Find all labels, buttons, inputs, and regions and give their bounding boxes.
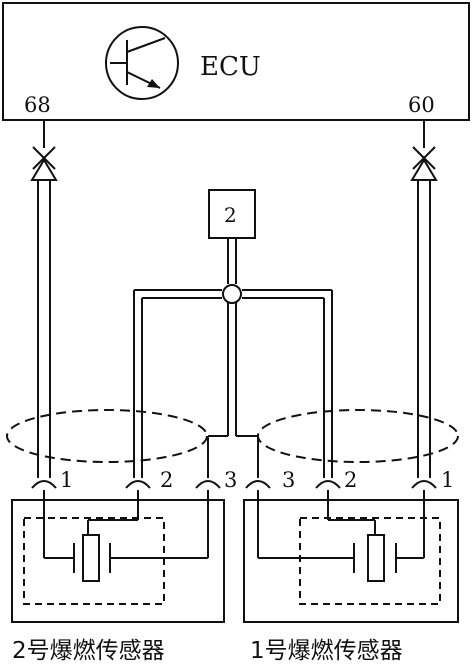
piezo-element-icon: [82, 534, 100, 582]
ecu-pin-68-label: 68: [24, 93, 51, 117]
sensor-connector-arcs: [31, 480, 437, 489]
signal-wire-left: [30, 158, 58, 478]
sensor-right: [243, 490, 459, 623]
sensor-right-pin1-label: 1: [441, 468, 454, 492]
ecu-pin-60-label: 60: [408, 93, 435, 117]
arrow-up-icon: [410, 158, 438, 181]
sensor-left-pin1-label: 1: [60, 468, 73, 492]
sensor-right-pin3-label: 3: [282, 468, 295, 492]
sensor-left: [11, 490, 225, 623]
piezo-element-icon: [367, 534, 385, 582]
arrow-up-icon: [30, 158, 58, 181]
sensor-right-box: [243, 499, 459, 623]
ecu-pin-connector-right: [412, 120, 436, 170]
sensor-left-inner-dashed: [23, 517, 165, 605]
sensor-left-pin3-label: 3: [224, 468, 237, 492]
ecu-pin-connector-left: [32, 120, 56, 170]
ecu-label: ECU: [200, 52, 261, 82]
transistor-icon: [105, 26, 179, 100]
sensor-left-pin2-label: 2: [160, 468, 173, 492]
sensor-left-box: [11, 499, 225, 623]
sensor-left-label: 2号爆燃传感器: [12, 638, 165, 664]
signal-wire-right: [410, 158, 438, 478]
ground-label: 2: [224, 203, 237, 227]
shield-ellipse-left: [6, 409, 208, 463]
sensor-right-inner-dashed: [299, 517, 441, 605]
shield-ellipse-right: [257, 409, 459, 463]
junction-node-icon: [222, 284, 242, 304]
ground-box: [208, 189, 256, 239]
sensor-right-label: 1号爆燃传感器: [250, 638, 403, 664]
ground-terminal: 2: [208, 189, 256, 239]
shield-ground-wiring: [133, 238, 333, 478]
ecu-box: [2, 2, 470, 121]
ecu-unit: ECU 68 60: [2, 2, 470, 121]
sensor-right-pin2-label: 2: [344, 468, 357, 492]
